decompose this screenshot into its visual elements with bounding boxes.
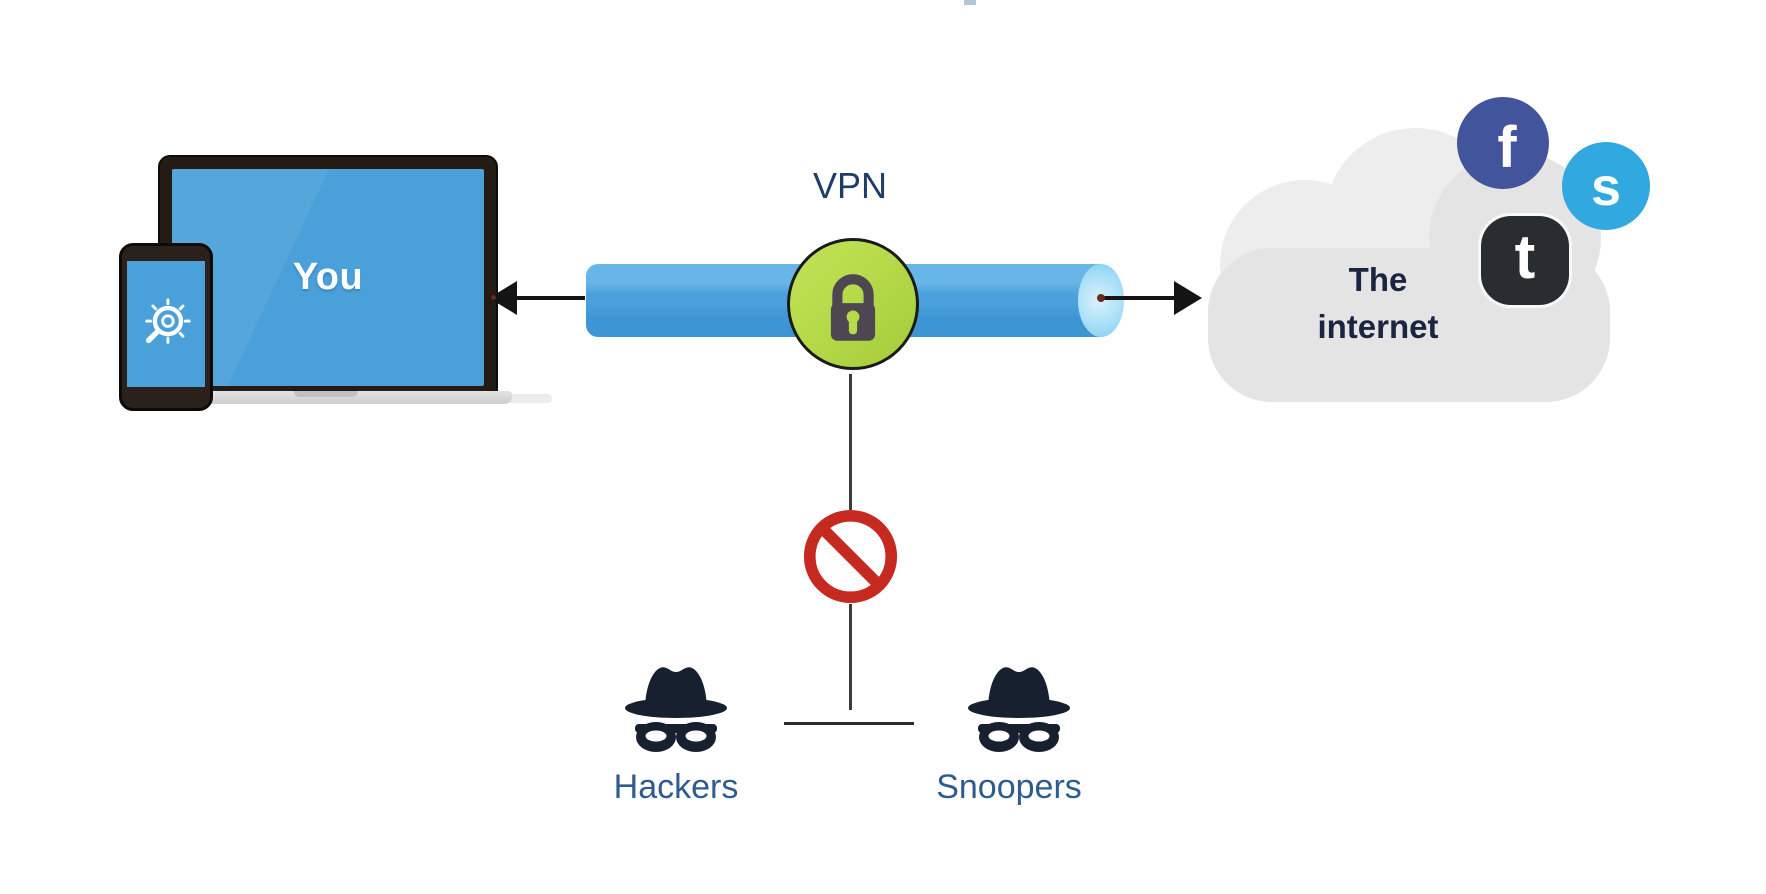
padlock-badge — [787, 238, 919, 370]
you-label: You — [292, 256, 364, 298]
laptop: You — [158, 155, 498, 398]
facebook-icon: f — [1457, 97, 1549, 189]
snooper-spy-icon — [968, 667, 1070, 752]
connector-dot-right — [1097, 294, 1105, 302]
snoopers-label: Snoopers — [936, 768, 1082, 806]
internet-label-line1: The — [1348, 261, 1408, 298]
smartphone — [119, 243, 213, 411]
twitter-icon: t — [1481, 216, 1569, 305]
arrow-left-shaft — [513, 296, 585, 300]
connector-dot-left — [491, 295, 496, 300]
arrow-left-icon — [489, 281, 585, 315]
skype-icon: s — [1562, 142, 1650, 230]
connector-line-lower — [849, 604, 852, 710]
phone-screen — [127, 261, 205, 387]
hacker-spy-icon — [625, 667, 727, 752]
padlock-icon — [830, 274, 876, 341]
cropped-artifact — [964, 0, 976, 5]
skype-letter: s — [1590, 157, 1622, 217]
vpn-label: VPN — [812, 165, 888, 206]
junction-line — [784, 722, 914, 725]
laptop-base-notch — [294, 391, 358, 397]
laptop-base-shadow — [510, 394, 552, 403]
security-scan-icon — [145, 298, 191, 344]
internet-label: The internet — [1288, 256, 1468, 350]
hackers-label: Hackers — [613, 768, 739, 806]
arrow-right-shaft — [1104, 296, 1178, 300]
no-entry-icon — [803, 509, 898, 604]
laptop-base — [140, 391, 512, 404]
laptop-screen: You — [172, 169, 484, 386]
facebook-letter: f — [1497, 114, 1517, 180]
arrow-right-icon — [1104, 281, 1202, 315]
twitter-letter: t — [1514, 223, 1536, 292]
internet-label-line2: internet — [1317, 308, 1439, 345]
connector-line-upper — [849, 374, 852, 510]
arrow-right-head — [1174, 281, 1202, 315]
